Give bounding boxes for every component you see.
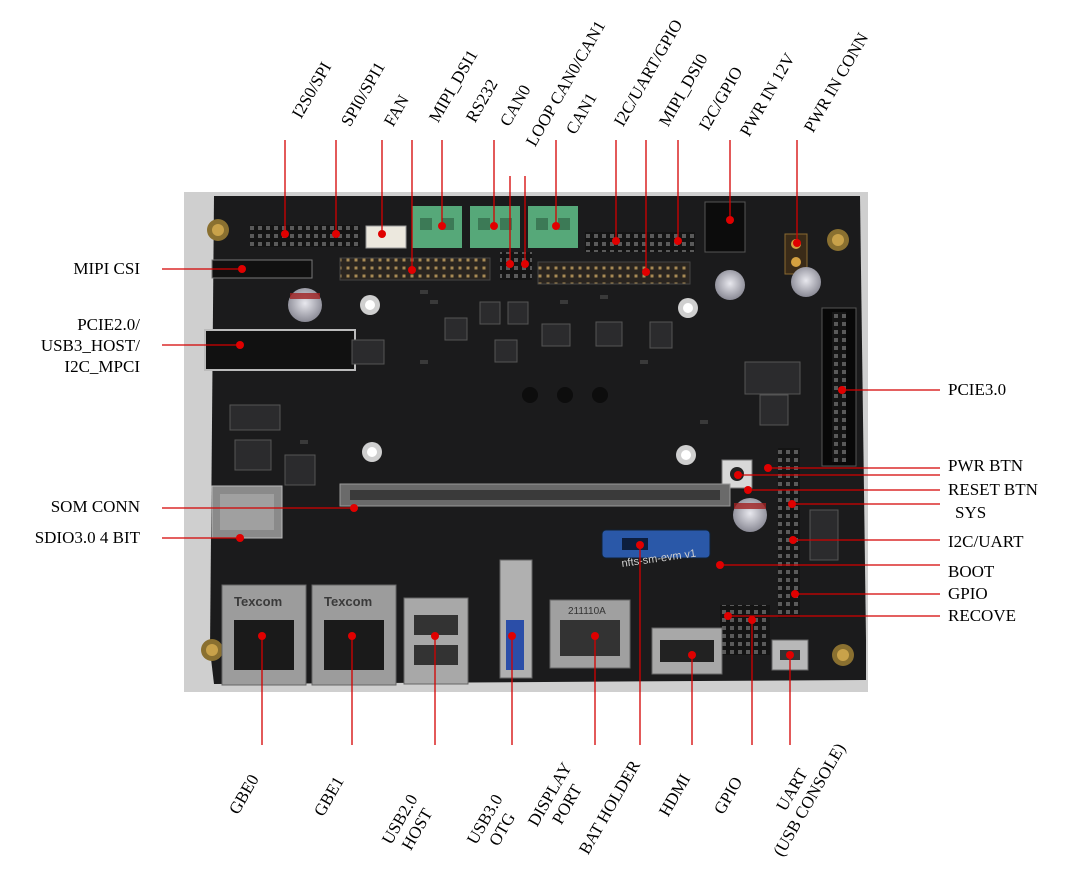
label-pcie2-usb3-i2c: PCIE2.0/ USB3_HOST/ I2C_MPCI [40,315,140,376]
gbe1-brand-marking: Texcom [324,594,372,609]
label-i2c-uart: I2C/UART [948,532,1024,551]
leader-dots [236,216,846,659]
pcb-board [210,196,866,684]
label-som-conn: SOM CONN [50,497,140,516]
label-pcie3: PCIE3.0 [948,380,1007,399]
label-reset-btn: RESET BTN [948,480,1038,499]
dp-part-marking: 211110A [568,606,606,617]
battery-holder [601,529,711,559]
pcie2-slot [204,329,356,371]
label-sdio: SDIO3.0 4 BIT [34,528,140,547]
power-jack [704,201,746,253]
label-gpio-right: GPIO [948,584,988,603]
mipi-dsi0-header [537,261,691,285]
label-sys: SYS [955,503,987,522]
standoff-screws [201,219,854,666]
header-i2s-spi [250,225,360,247]
label-mipi-csi: MIPI CSI [73,259,140,278]
capacitors [288,267,821,532]
leader-lines [162,140,940,745]
usb2-port [403,597,469,685]
label-recove: RECOVE [948,606,1016,625]
fan-connector [365,225,407,249]
ic-chips [229,301,839,561]
mounting-holes [360,295,698,465]
gbe0-brand-marking: Texcom [234,594,282,609]
label-pwr-btn: PWR BTN [948,456,1024,475]
i2c-uart-gpio-header [585,232,695,252]
label-boot: BOOT [948,562,995,581]
